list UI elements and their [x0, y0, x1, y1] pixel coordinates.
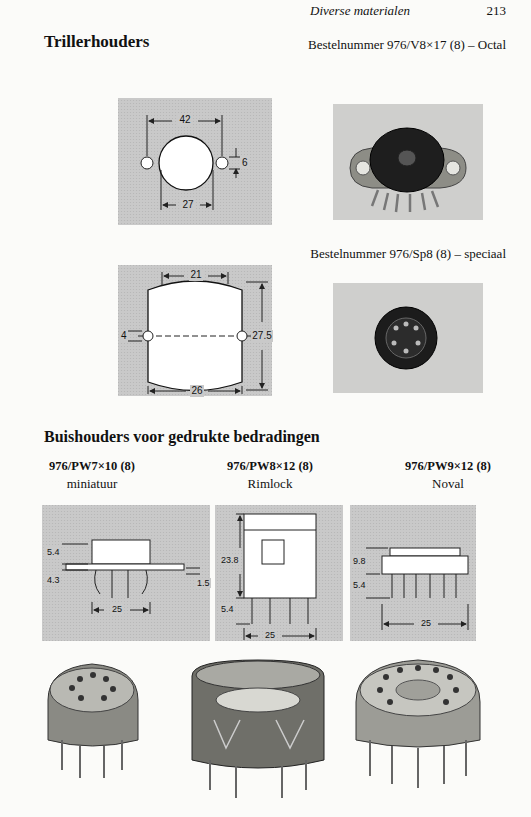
page-number: 213: [487, 4, 507, 19]
dimension: 9.8: [352, 556, 367, 566]
dimension: 42: [178, 114, 191, 126]
order-number: 976/PW7×10 (8): [49, 459, 135, 473]
order-number: 976/PW9×12 (8): [405, 459, 491, 473]
order-number: 976/PW8×12 (8): [227, 459, 313, 473]
dimension: 23.8: [220, 555, 240, 565]
dimension: 25: [111, 604, 123, 614]
dimension: 25: [420, 618, 432, 628]
dimension: 26: [190, 385, 203, 397]
dimension: 25: [264, 630, 276, 640]
type-name: Rimlock: [248, 477, 293, 492]
dimension: 21: [189, 269, 202, 281]
dimension: 1.5: [196, 578, 211, 588]
running-header: Diverse materialen: [310, 4, 410, 19]
dimension: 5.4: [220, 604, 235, 614]
dimension: 27: [181, 199, 194, 211]
dimension: 6: [241, 157, 249, 169]
dimension: 5.4: [46, 547, 61, 557]
section-heading: Buishouders voor gedrukte bedradingen: [44, 428, 320, 446]
dimension: 4.3: [46, 575, 61, 585]
order-number: Bestelnummer 976/V8×17 (8) – Octal: [308, 38, 506, 53]
type-name: miniatuur: [67, 477, 118, 492]
order-number: Bestelnummer 976/Sp8 (8) – speciaal: [310, 247, 506, 262]
dimension: 5.4: [352, 580, 367, 590]
type-name: Noval: [432, 477, 464, 492]
dimension: 4: [120, 330, 128, 342]
section-heading: Trillerhouders: [44, 32, 149, 52]
dimension: 27.5: [251, 330, 272, 342]
